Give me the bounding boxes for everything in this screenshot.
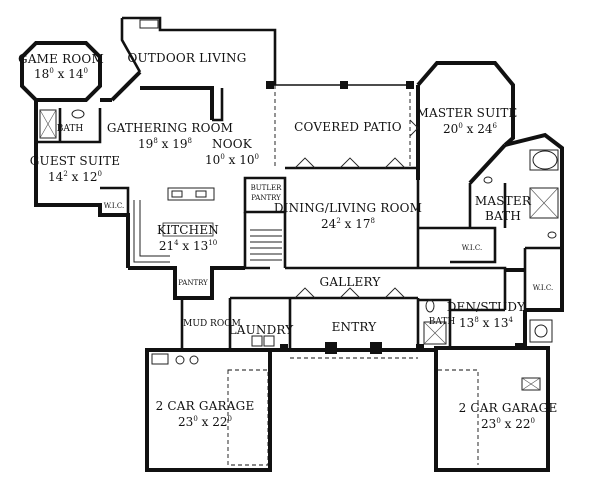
room-garage-left: 2 Car Garage 230 x 220 — [156, 399, 255, 429]
room-name: Guest Suite — [30, 154, 121, 168]
fixtures — [39, 19, 559, 391]
room-name: Nook — [212, 137, 253, 151]
room-name: Dining/Living Room — [274, 201, 422, 215]
room-outdoor-living: Outdoor Living — [127, 51, 246, 65]
stairs — [250, 229, 282, 261]
room-pantry: Pantry — [178, 279, 208, 287]
room-name: Outdoor Living — [127, 51, 246, 65]
interior-walls — [36, 88, 562, 352]
room-covered-patio: Covered Patio — [294, 120, 402, 134]
room-name-line2: Bath — [485, 209, 521, 223]
room-name: Bath — [429, 317, 456, 327]
room-dimensions: 242 x 178 — [321, 217, 375, 231]
room-bath-left: Bath — [57, 124, 84, 134]
room-name: 2 Car garage — [459, 401, 558, 415]
room-dimensions: 138 x 134 — [459, 316, 513, 330]
room-entry: Entry — [332, 320, 378, 334]
room-name: Game Room — [18, 52, 104, 66]
room-wic-master-1: W.I.C. — [462, 244, 483, 252]
room-name: Laundry — [229, 323, 295, 337]
room-name: Den/Study — [447, 300, 526, 314]
room-gathering-room: Gathering Room 198 x 198 — [107, 121, 233, 151]
room-nook: Nook 100 x 100 — [205, 137, 259, 167]
room-wic-left: W.I.C. — [104, 202, 125, 210]
room-mud-room: Mud Room — [183, 319, 241, 329]
room-dimensions: 214 x 1310 — [159, 239, 217, 253]
room-name: Entry — [332, 320, 378, 334]
columns — [266, 81, 424, 354]
room-dimensions: 198 x 198 — [138, 137, 192, 151]
room-name: W.I.C. — [462, 244, 483, 252]
room-wic-master-2: W.I.C. — [533, 284, 554, 292]
room-dimensions: 142 x 120 — [48, 170, 102, 184]
room-dimensions: 230 x 220 — [481, 417, 535, 431]
dashed-edges — [227, 85, 479, 466]
room-butler-pantry: Butler Pantry — [251, 184, 282, 202]
room-name: W.I.C. — [533, 284, 554, 292]
room-name: Gathering Room — [107, 121, 233, 135]
room-kitchen: Kitchen 214 x 1310 — [157, 222, 219, 253]
room-name: Bath — [57, 124, 84, 134]
room-master-bath: Master Bath — [475, 194, 532, 223]
room-guest-suite: Guest Suite 142 x 120 — [30, 154, 121, 184]
room-dining-living: Dining/Living Room 242 x 178 — [274, 201, 422, 231]
room-game-room: Game Room 180 x 140 — [18, 52, 104, 81]
room-name: Master Suite — [416, 106, 517, 120]
room-name: W.I.C. — [104, 202, 125, 210]
room-laundry: Laundry — [229, 323, 295, 337]
room-name: Pantry — [178, 279, 208, 287]
room-den-study: Den/Study 138 x 134 — [447, 300, 526, 330]
room-name: Gallery — [320, 275, 382, 289]
room-name-line2: Pantry — [251, 194, 281, 202]
room-name-line1: Master — [475, 194, 532, 208]
room-bath-right: Bath — [429, 317, 456, 327]
room-dimensions: 100 x 100 — [205, 153, 259, 167]
room-labels: Game Room 180 x 140 Outdoor Living Bath … — [18, 51, 557, 431]
room-name: Covered Patio — [294, 120, 402, 134]
room-garage-right: 2 Car garage 230 x 220 — [459, 401, 558, 431]
room-dimensions: 180 x 140 — [34, 67, 88, 81]
room-name: Mud Room — [183, 319, 241, 329]
room-master-suite: Master Suite 200 x 246 — [416, 106, 517, 136]
room-name: 2 Car Garage — [156, 399, 255, 413]
room-dimensions: 200 x 246 — [443, 122, 497, 136]
room-name-line1: Butler — [251, 184, 282, 192]
kitchen-label-box — [162, 222, 214, 237]
exterior-walls — [20, 16, 564, 472]
patio-doors — [294, 119, 419, 299]
room-gallery: Gallery — [320, 275, 382, 289]
room-dimensions: 230 x 220 — [178, 415, 232, 429]
room-name: Kitchen — [157, 223, 219, 237]
